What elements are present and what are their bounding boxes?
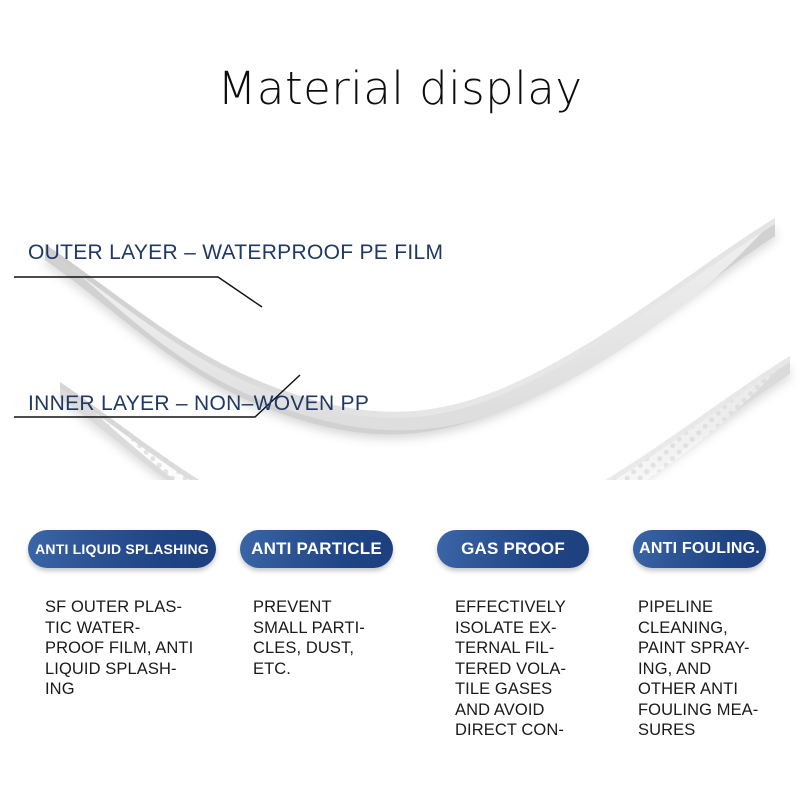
feature-description-anti-liquid-splashing: SF OUTER PLAS- TIC WATER- PROOF FILM, AN… <box>45 598 194 698</box>
badge-gas-proof[interactable]: GAS PROOF <box>437 530 589 568</box>
badge-anti-particle[interactable]: ANTI PARTICLE <box>240 530 393 568</box>
feature-description-anti-fouling: PIPELINE CLEANING, PAINT SPRAY- ING, AND… <box>638 598 759 739</box>
inner-layer-label: INNER LAYER – NON–WOVEN PP <box>28 392 370 415</box>
fabric-layers-svg <box>14 218 790 480</box>
feature-badge-row: ANTI LIQUID SPLASHING ANTI PARTICLE GAS … <box>0 530 800 572</box>
feature-description-gas-proof: EFFECTIVELY ISOLATE EX- TERNAL FIL- TERE… <box>455 598 567 739</box>
outer-layer-sheet <box>45 218 775 435</box>
material-layers-illustration <box>0 150 800 480</box>
leader-line-inner <box>14 374 301 418</box>
badge-anti-liquid-splashing[interactable]: ANTI LIQUID SPLASHING <box>28 530 216 568</box>
leader-line-outer <box>14 276 263 308</box>
page-title: Material display <box>217 62 583 115</box>
badge-anti-fouling[interactable]: ANTI FOULING. <box>633 530 766 568</box>
outer-layer-label: OUTER LAYER – WATERPROOF PE FILM <box>28 241 444 264</box>
feature-description-anti-particle: PREVENT SMALL PARTI- CLES, DUST, ETC. <box>253 598 365 678</box>
